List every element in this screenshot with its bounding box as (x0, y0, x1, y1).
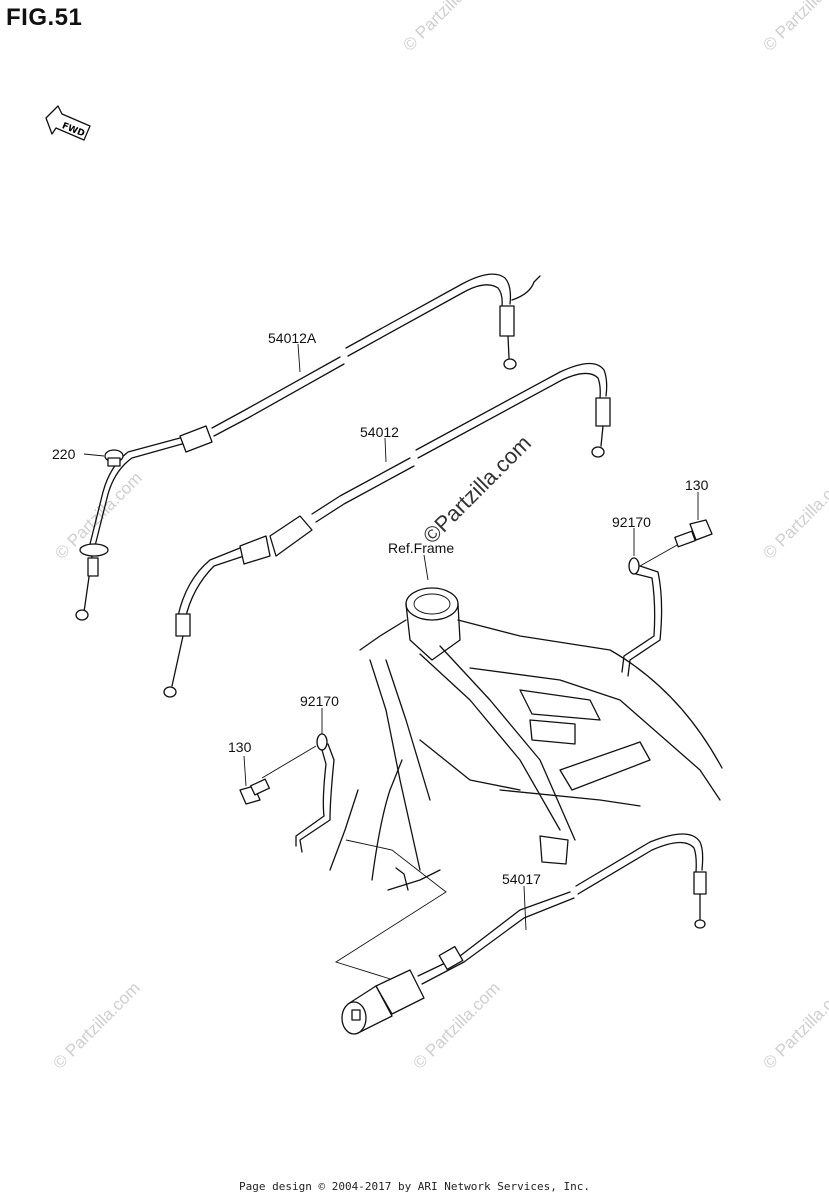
callout-220: 220 (52, 446, 76, 462)
bolt-130-right-icon (674, 519, 713, 548)
watermark: © Partzilla.com (759, 468, 829, 562)
callout-54017: 54017 (502, 871, 541, 887)
bolt-130-left-icon (239, 778, 271, 805)
callout-92170-left: 92170 (300, 693, 339, 709)
bolt-220-icon (104, 449, 124, 467)
cable-54017 (341, 833, 707, 1035)
cable-54012 (163, 362, 611, 698)
watermarks: © Partzilla.com © Partzilla.com © Partzi… (49, 0, 829, 1073)
callout-ref-frame: Ref.Frame (388, 540, 454, 556)
watermark: © Partzilla.com (409, 978, 503, 1072)
figure-title: FIG.51 (6, 4, 83, 31)
watermark: © Partzilla.com (759, 0, 829, 55)
watermark: © Partzilla.com (49, 978, 143, 1072)
frame (329, 587, 723, 983)
clamp-92170-right (621, 539, 687, 677)
page-footer: Page design © 2004-2017 by ARI Network S… (239, 1180, 590, 1193)
callout-130-left: 130 (228, 739, 252, 755)
watermark: © Partzilla.com (759, 978, 829, 1072)
watermark: © Partzilla.com (399, 0, 493, 55)
callouts: 54012A 54012 220 Ref.Frame 130 92170 921… (52, 330, 709, 887)
cable-54012A (75, 273, 541, 621)
callout-54012: 54012 (360, 424, 399, 440)
callout-54012A: 54012A (268, 330, 317, 346)
leader-lines (83, 343, 699, 931)
callout-130-right: 130 (685, 477, 709, 493)
callout-92170-right: 92170 (612, 514, 651, 530)
fwd-arrow-icon: FWD (45, 105, 91, 141)
clamp-92170-left (261, 733, 335, 853)
